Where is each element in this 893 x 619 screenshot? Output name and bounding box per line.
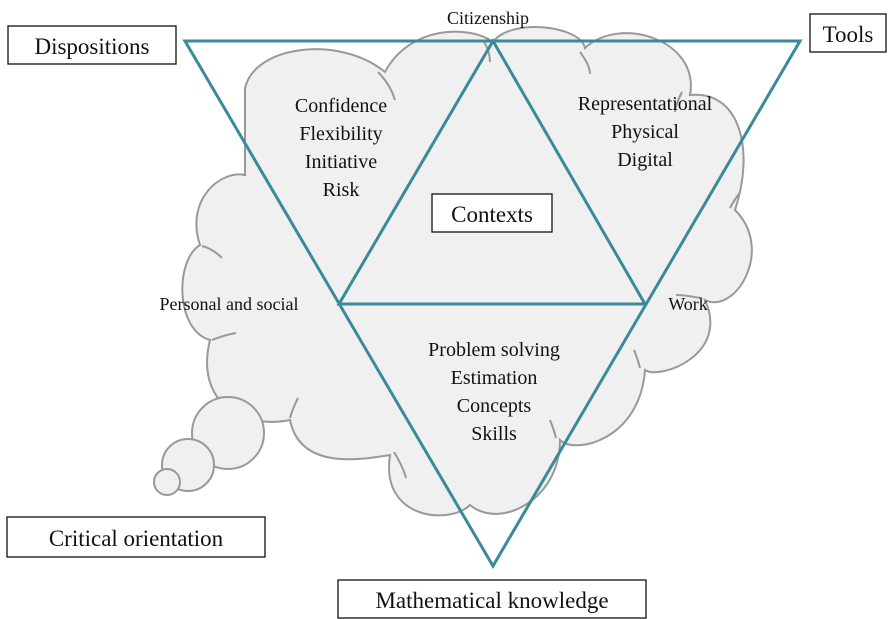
contexts-label: Contexts <box>451 202 533 227</box>
cloud-inner-arc <box>201 245 223 259</box>
cloud-inner-arc <box>549 419 557 439</box>
dispositions-item: Risk <box>323 179 360 201</box>
mathematical-knowledge-box <box>337 579 647 619</box>
critical-orientation-label-box: Critical orientation <box>6 516 266 558</box>
tools-label: Tools <box>823 22 874 47</box>
cloud-inner-arc <box>633 349 641 369</box>
tools-label-box: Tools <box>809 13 887 53</box>
cloud-inner-arc <box>211 332 237 341</box>
dispositions-label: Dispositions <box>34 34 149 59</box>
mathematical-knowledge-label: Mathematical knowledge <box>375 588 608 613</box>
dispositions-item: Confidence <box>295 95 387 117</box>
context-personal-and-social: Personal and social <box>160 294 299 314</box>
tools-item: Representational <box>578 93 713 115</box>
contexts-box <box>431 193 553 233</box>
mathematical-knowledge-item: Problem solving <box>428 339 560 361</box>
dispositions-item: Initiative <box>305 151 377 173</box>
dispositions-label-box: Dispositions <box>7 25 177 65</box>
cloud-inner-arc <box>675 294 701 299</box>
mathematical-knowledge-label-box: Mathematical knowledge <box>337 579 647 619</box>
mathematical-knowledge-item: Estimation <box>451 367 538 389</box>
cloud-inner-arc <box>674 91 683 113</box>
tools-box <box>809 13 887 53</box>
cloud-inner-arc <box>579 51 591 75</box>
cloud-inner-arc <box>483 41 491 63</box>
thought-cloud <box>153 26 753 517</box>
tools-item: Digital <box>617 149 673 171</box>
cloud-inner-arc <box>393 451 407 479</box>
cloud-inner-arc <box>377 71 396 101</box>
dispositions-box <box>7 25 177 65</box>
critical-orientation-box <box>6 516 266 558</box>
dispositions-item: Flexibility <box>299 123 382 145</box>
context-work: Work <box>668 294 708 314</box>
mathematical-knowledge-item: Concepts <box>457 395 532 417</box>
mathematical-knowledge-item: Skills <box>471 423 517 445</box>
cloud-inner-arc <box>240 151 245 177</box>
context-citizenship: Citizenship <box>447 8 529 28</box>
thought-bubble-small <box>153 468 181 496</box>
contexts-label-box: Contexts <box>431 193 553 233</box>
critical-orientation-label: Critical orientation <box>49 526 224 551</box>
cloud-inner-arc <box>289 397 299 419</box>
triangles <box>182 38 803 569</box>
tools-item: Physical <box>611 121 679 143</box>
